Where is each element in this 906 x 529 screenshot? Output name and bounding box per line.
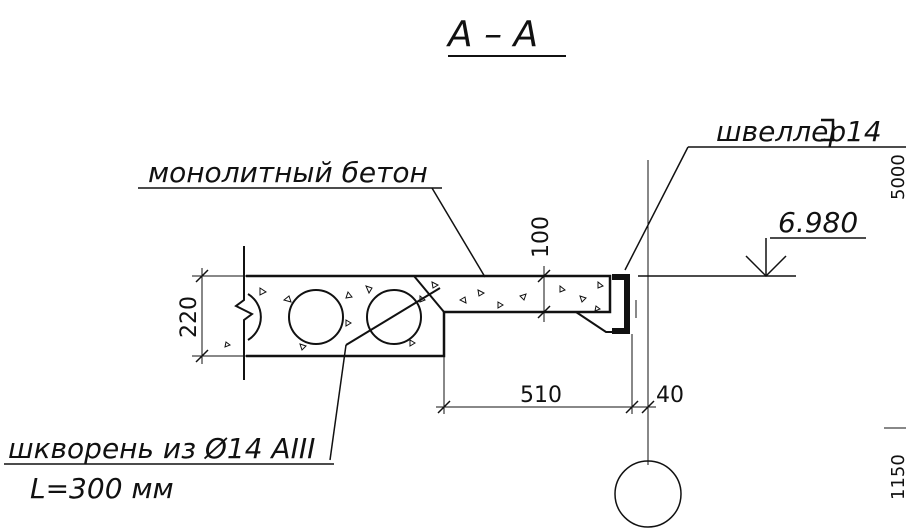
dim-100-value: 100 xyxy=(529,216,554,258)
channel-leader-line xyxy=(624,146,689,271)
dim-510-value: 510 xyxy=(520,383,562,408)
channel-size-label: 14 xyxy=(846,115,882,148)
concrete-label: монолитный бетон xyxy=(148,156,428,189)
concrete-aggregate xyxy=(224,280,604,351)
topping-taper xyxy=(575,311,612,333)
steel-channel xyxy=(612,274,630,334)
slab-core-2 xyxy=(366,289,422,345)
dim-220-value: 220 xyxy=(177,296,202,338)
slab-core-cut xyxy=(247,293,262,341)
concrete-leader-line xyxy=(431,187,486,278)
pin-rebar-line xyxy=(345,287,441,346)
pin-leader-line xyxy=(329,344,347,461)
elevation-value: 6.980 xyxy=(778,206,858,239)
break-line xyxy=(234,246,254,380)
dim-40-value: 40 xyxy=(656,383,684,408)
pin-label-line-1: шкворень из Ø14 AIII xyxy=(8,432,315,465)
slab-core-1 xyxy=(288,289,344,345)
pin-label-line-2: L=300 мм xyxy=(30,472,174,505)
edge-mark-bottom: 1150 xyxy=(888,454,906,500)
edge-mark-top: 5000 xyxy=(888,154,906,200)
section-title: А – А xyxy=(446,14,538,55)
channel-symbol-icon xyxy=(821,118,835,142)
axis-marker-circle xyxy=(614,460,682,528)
